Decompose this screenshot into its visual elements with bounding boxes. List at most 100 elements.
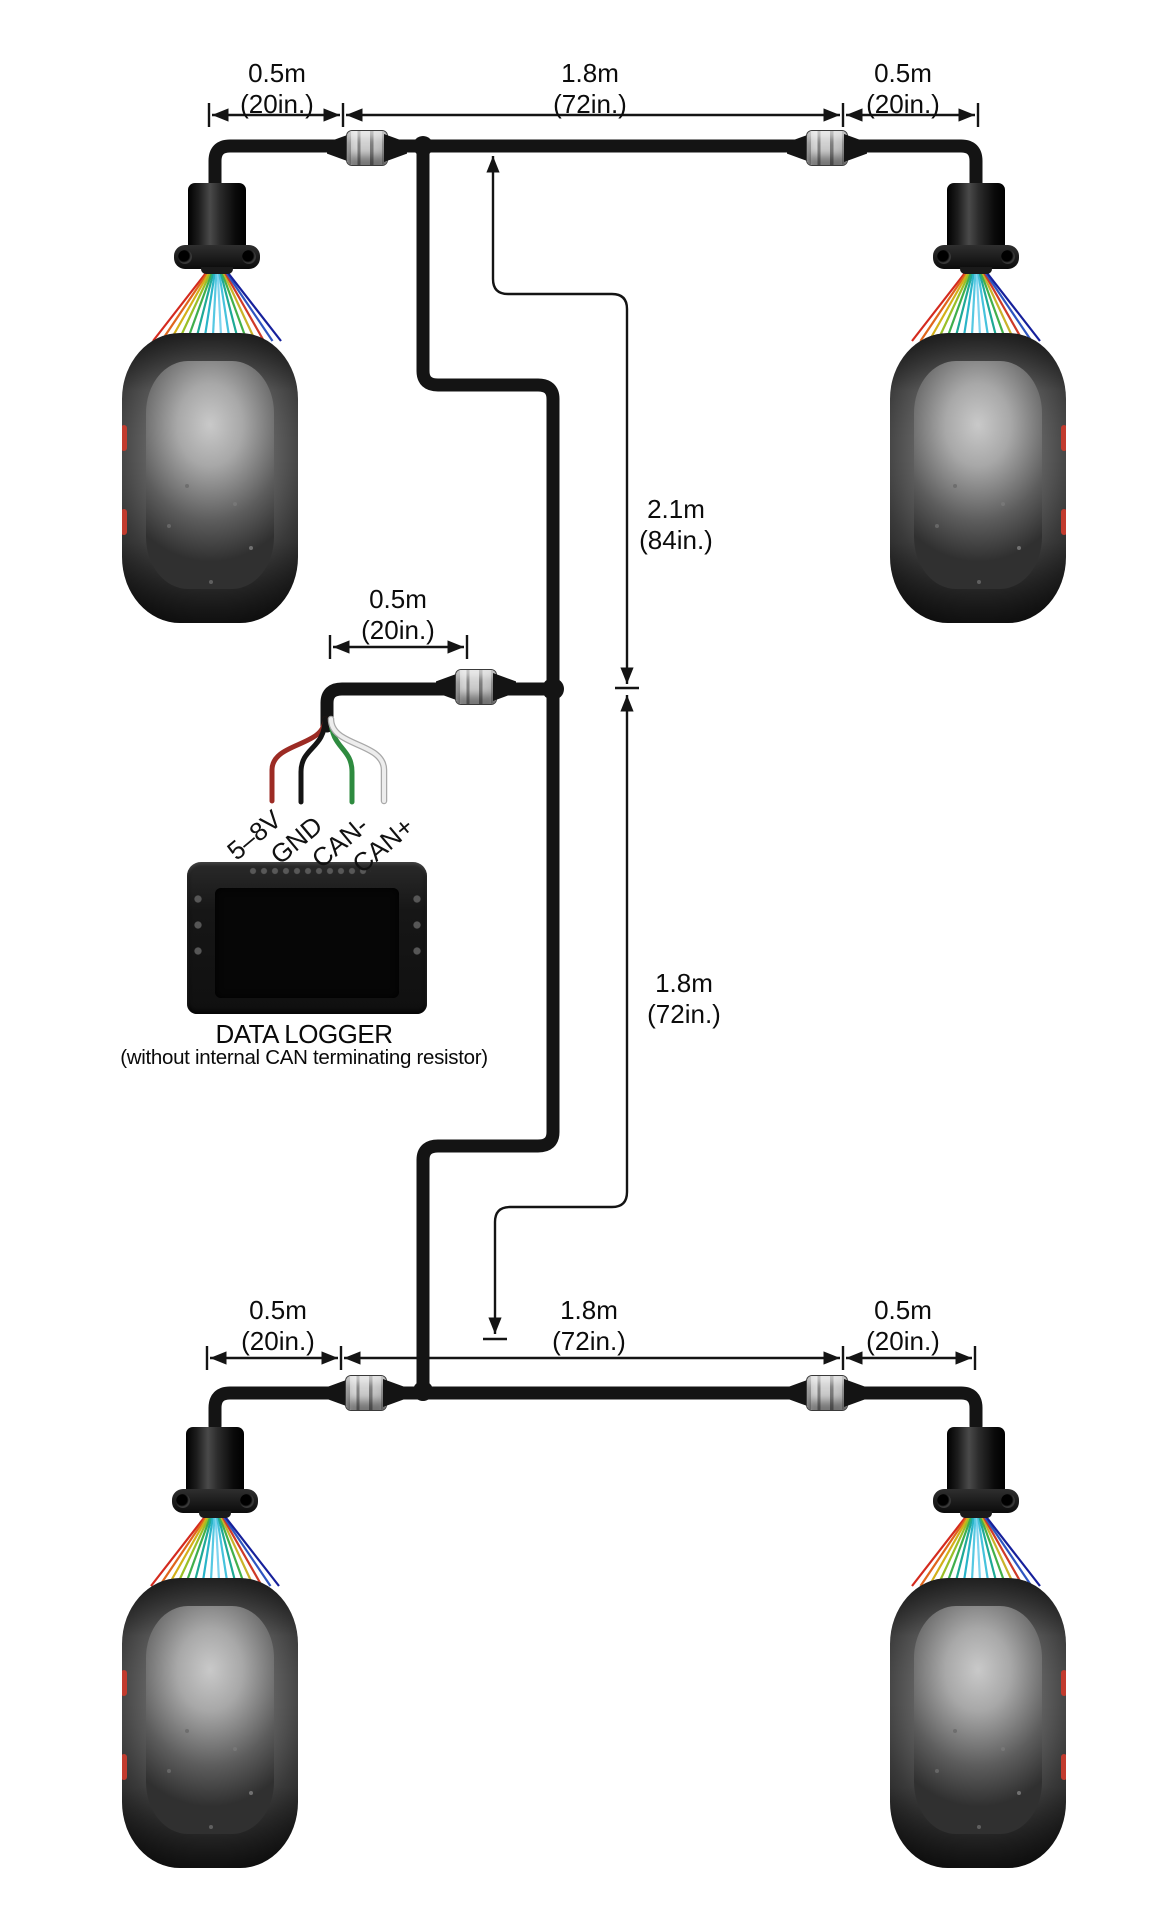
sensor-mount-flange [933, 245, 1019, 269]
connector-barrel [807, 1376, 847, 1410]
dim-label-front-middle: 1.8m(72in.) [553, 58, 627, 120]
dim-label-rear-middle: 1.8m(72in.) [552, 1295, 626, 1357]
ir-temp-sensor-front-right [933, 183, 1019, 274]
mount-hole [1001, 1494, 1015, 1508]
strain-relief [844, 134, 867, 162]
dimension-lines [205, 103, 980, 1370]
dim-imperial: (72in.) [552, 1326, 626, 1356]
dim-label-front-right: 0.5m(20in.) [866, 58, 940, 120]
dim-imperial: (72in.) [647, 999, 721, 1029]
dim-label-rear-right: 0.5m(20in.) [866, 1295, 940, 1357]
dim-imperial: (20in.) [866, 89, 940, 119]
data-logger-title: DATA LOGGER [215, 1019, 393, 1049]
logger-led-row [249, 866, 371, 876]
wire-can-high-outline [327, 715, 388, 805]
dim-metric: 0.5m [369, 584, 427, 614]
sensor-rays-front-left [152, 268, 282, 342]
mount-hole [937, 250, 951, 264]
dim-label-logger-spur: 0.5m(20in.) [361, 584, 435, 646]
tire-specks [122, 333, 124, 335]
sensor-body [947, 1427, 1005, 1493]
dim-trunk-lower [488, 695, 634, 1334]
cable-connector-logger-spur [436, 664, 516, 710]
data-logger-subtitle: (without internal CAN terminating resist… [120, 1046, 488, 1069]
logger-screen [215, 888, 399, 998]
strain-relief [493, 673, 516, 701]
sensor-lens [960, 1511, 992, 1518]
tire-front-right [890, 333, 1066, 623]
can-harness-cables [208, 139, 983, 1433]
tire-red-stripe [1061, 425, 1066, 451]
sensor-rays-rear-left [150, 1513, 280, 1587]
sensor-rays-rear-right [911, 1513, 1041, 1587]
strain-relief [327, 134, 350, 162]
mount-hole [937, 1494, 951, 1508]
connector-barrel [346, 1376, 386, 1410]
dim-metric: 2.1m [647, 494, 705, 524]
cable-connector-front-right [787, 125, 867, 171]
sensor-mount-flange [933, 1489, 1019, 1513]
mount-hole [242, 250, 256, 264]
dim-imperial: (20in.) [240, 89, 314, 119]
tire-tread [914, 361, 1042, 589]
ir-temp-sensor-front-left [174, 183, 260, 274]
dim-imperial: (84in.) [639, 525, 713, 555]
tire-red-stripe [1061, 1754, 1066, 1780]
wire-ground [298, 716, 328, 805]
tire-red-stripe [122, 425, 127, 451]
tire-specks [890, 333, 892, 335]
junction-rear-tee [413, 1381, 433, 1401]
connector-barrel [456, 670, 496, 704]
strain-relief [844, 1379, 867, 1407]
dim-label-rear-left: 0.5m(20in.) [241, 1295, 315, 1357]
dim-label-front-left: 0.5m(20in.) [240, 58, 314, 120]
dim-label-trunk-lower: 1.8m(72in.) [647, 968, 721, 1030]
tire-red-stripe [1061, 1670, 1066, 1696]
logger-led-column-right [412, 894, 422, 958]
dim-label-trunk-upper: 2.1m(84in.) [639, 494, 713, 556]
junction-center-tee [542, 678, 564, 700]
junction-front-tee [413, 136, 433, 156]
sensor-body [188, 183, 246, 249]
dim-metric: 1.8m [655, 968, 713, 998]
tire-red-stripe [122, 509, 127, 535]
mount-hole [178, 250, 192, 264]
mount-hole [240, 1494, 254, 1508]
dim-metric: 0.5m [249, 1295, 307, 1325]
tire-rear-left [122, 1578, 298, 1868]
cable-trunk-upper [416, 142, 560, 697]
dim-imperial: (20in.) [241, 1326, 315, 1356]
cable-logger-spur [320, 682, 560, 733]
cable-connector-front-left [327, 125, 407, 171]
cable-connector-rear-right [787, 1370, 867, 1416]
sensor-mount-flange [172, 1489, 258, 1513]
dim-metric: 0.5m [874, 58, 932, 88]
sensor-lens [201, 267, 233, 274]
mount-hole [1001, 250, 1015, 264]
dim-metric: 1.8m [560, 1295, 618, 1325]
logger-breakout-wires [269, 715, 388, 805]
tire-red-stripe [122, 1670, 127, 1696]
cable-rear-axle [208, 1386, 983, 1433]
strain-relief [326, 1379, 349, 1407]
strain-relief [787, 1379, 810, 1407]
sensor-body [947, 183, 1005, 249]
connector-barrel [347, 131, 387, 165]
dim-metric: 0.5m [874, 1295, 932, 1325]
dim-metric: 1.8m [561, 58, 619, 88]
ir-temp-sensor-rear-right [933, 1427, 1019, 1518]
strain-relief [383, 1379, 406, 1407]
tire-front-left [122, 333, 298, 623]
tire-red-stripe [122, 1754, 127, 1780]
dim-trunk-upper [486, 156, 634, 684]
connector-barrel [807, 131, 847, 165]
ir-temp-sensor-rear-left [172, 1427, 258, 1518]
mount-hole [176, 1494, 190, 1508]
dim-imperial: (20in.) [866, 1326, 940, 1356]
dim-metric: 0.5m [248, 58, 306, 88]
dim-imperial: (20in.) [361, 615, 435, 645]
data-logger-device [187, 862, 427, 1014]
dim-imperial: (72in.) [553, 89, 627, 119]
